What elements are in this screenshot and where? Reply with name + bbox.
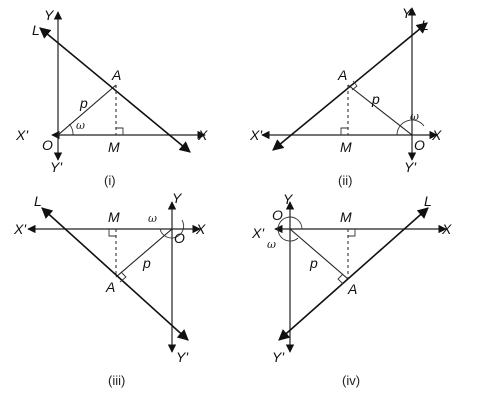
label-x: X — [441, 221, 452, 237]
label-o: O — [42, 137, 53, 153]
caption-iii: (iii) — [108, 373, 125, 388]
label-x-prime: X' — [13, 221, 27, 237]
label-x-prime: X' — [15, 127, 29, 143]
label-m: M — [340, 139, 352, 155]
label-p: p — [142, 255, 151, 271]
perpendicular-p — [115, 228, 173, 278]
label-m: M — [108, 209, 120, 225]
label-x-prime: X' — [249, 127, 263, 143]
label-m: M — [108, 139, 120, 155]
label-l: L — [32, 22, 40, 38]
label-x: X — [197, 127, 208, 143]
label-a: A — [105, 279, 115, 295]
caption-ii: (ii) — [338, 173, 352, 188]
label-y: Y — [44, 7, 55, 23]
line-l — [278, 207, 429, 341]
label-omega: ω — [267, 238, 276, 251]
label-m: M — [340, 209, 352, 225]
line-l — [39, 27, 191, 153]
caption-iv: (iv) — [342, 373, 360, 388]
label-y-prime: Y' — [404, 159, 417, 175]
label-a: A — [347, 281, 357, 297]
panel-iii: L Y M ω X' O X p A Y' (iii) — [13, 190, 206, 388]
label-a: A — [337, 67, 347, 83]
label-y-prime: Y' — [176, 349, 189, 365]
label-y: Y — [283, 191, 294, 207]
right-angle-a — [337, 273, 344, 285]
right-angle-m — [348, 229, 356, 237]
angle-omega-arc — [68, 123, 74, 136]
line-l — [41, 207, 189, 341]
caption-i: (i) — [104, 173, 116, 188]
label-omega: ω — [148, 212, 157, 225]
angle-omega-arc — [396, 119, 425, 136]
angle-omega-arc — [159, 219, 185, 239]
label-l: L — [34, 193, 42, 209]
perpendicular-p — [57, 84, 117, 136]
label-y: Y — [402, 5, 413, 21]
label-x: X — [195, 221, 206, 237]
label-x-prime: X' — [251, 225, 265, 241]
right-angle-m — [116, 127, 124, 135]
right-angle-a — [351, 80, 358, 91]
label-a: A — [111, 67, 121, 83]
label-o: O — [414, 137, 425, 153]
label-o: O — [174, 230, 185, 246]
panel-ii: Y L A p ω X' M O X Y' (ii) — [249, 5, 442, 188]
label-x: X — [431, 127, 442, 143]
right-angle-a — [119, 271, 127, 283]
label-y-prime: Y' — [50, 159, 63, 175]
label-l: L — [421, 17, 429, 33]
perpendicular-p — [289, 228, 349, 280]
angle-omega-arc — [277, 216, 303, 242]
label-o: O — [272, 207, 283, 223]
label-y-prime: Y' — [272, 349, 285, 365]
perpendicular-p — [347, 84, 413, 136]
label-p: p — [79, 95, 88, 111]
panel-i: Y L A p ω X' O M X Y' (i) — [15, 7, 208, 188]
right-angle-m — [340, 127, 348, 135]
label-l: L — [424, 193, 432, 209]
panel-iv: Y L O M X' ω X p A Y' (iv) — [251, 191, 452, 388]
label-omega: ω — [410, 110, 419, 123]
label-omega: ω — [76, 119, 85, 132]
label-p: p — [371, 91, 380, 107]
label-y: Y — [172, 190, 183, 206]
label-p: p — [309, 255, 318, 271]
right-angle-m — [108, 229, 116, 237]
